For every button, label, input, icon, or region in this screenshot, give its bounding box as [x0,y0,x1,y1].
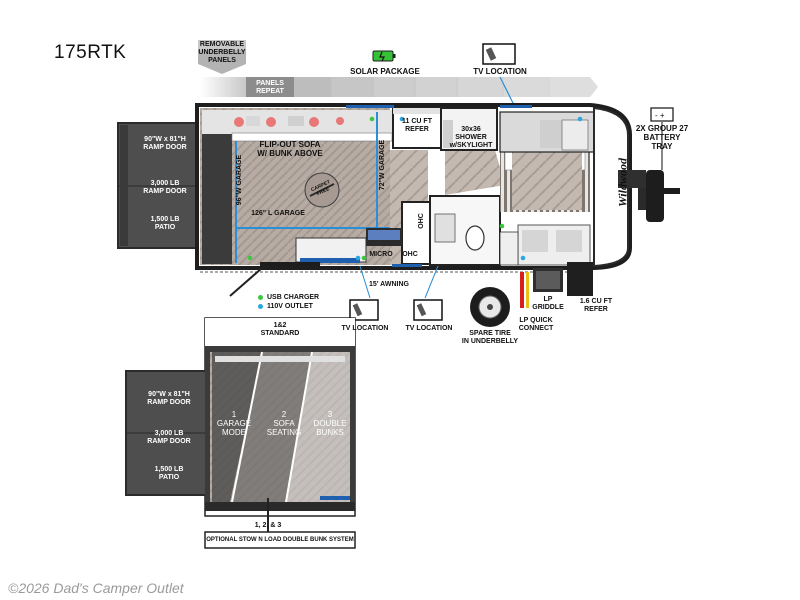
removable-panels-label: REMOVABLE UNDERBELLY PANELS [198,41,246,64]
mode-1-label: 1 GARAGE MODE [216,410,252,437]
tv-icon-top [482,43,516,65]
tv-icon-bottom-2 [413,299,443,321]
shower-label: 30x36 SHOWER w/SKYLIGHT [449,126,493,149]
solar-package-label: SOLAR PACKAGE [350,67,420,76]
lp-quick-connect-icon [520,272,529,308]
usb-charger-text: USB CHARGER [267,294,320,301]
mode-2-label: 2 SOFA SEATING [266,410,302,437]
tv-icon-bottom-1 [349,299,379,321]
awning-label: 15' AWNING [369,281,409,288]
inset-ramp-weight: 3,000 LB RAMP DOOR [147,430,191,445]
lp-griddle-label: LP GRIDDLE [532,296,564,311]
inset-footer-num: 1, 2, & 3 [254,522,282,529]
inset-ramp-size: 90"W x 81"H RAMP DOOR [147,391,191,406]
garage-126-label: 126" L GARAGE [251,210,305,217]
ramp-door-size: 90"W x 81"H RAMP DOOR [143,136,187,151]
flip-out-sofa-label: FLIP-OUT SOFA W/ BUNK ABOVE [257,140,323,158]
underbelly-panel-band [198,40,598,97]
brand-logo: Wildwood [615,158,630,207]
garage-72-label: 72"W GARAGE [379,139,386,191]
ramp-door-weight: 3,000 LB RAMP DOOR [143,180,187,195]
refer-11-label: 11 CU FT REFER [402,118,432,133]
spare-tire-icon [470,287,510,327]
battery-solar-icon [372,50,396,62]
carpet-free-badge [304,172,340,208]
outlet-legend: 110V OUTLET [258,303,313,311]
outlet-text: 110V OUTLET [267,303,313,310]
usb-charger-legend: USB CHARGER [258,294,319,302]
usb-dot-icon [258,294,263,300]
inset-patio: 1,500 LB PATIO [154,466,184,481]
tv-location-top-label: TV LOCATION [473,67,527,76]
patio-weight: 1,500 LB PATIO [150,216,180,231]
garage-96-label: 96"W GARAGE [236,154,243,206]
lp-quick-connect-label: LP QUICK CONNECT [518,317,554,332]
svg-text:- +: - + [655,111,665,120]
mini-refer-icon [567,262,593,296]
lp-griddle-icon [533,268,563,292]
battery-tray-label: 2X GROUP 27 BATTERY TRAY [635,124,689,151]
ohc-label: OHC [402,251,418,258]
ohc-vertical-label: OHC [418,213,425,229]
panels-repeat-label: PANELS REPEAT [256,80,284,95]
mode-3-label: 3 DOUBLE BUNKS [313,410,347,437]
outlet-dot-icon [258,303,263,309]
micro-label: MICRO [369,251,393,258]
tv-location-1-label: TV LOCATION [341,325,389,332]
inset-footer: OPTIONAL STOW N LOAD DOUBLE BUNK SYSTEM [206,537,354,543]
spare-tire-label: SPARE TIRE IN UNDERBELLY [461,330,519,345]
inset-header: 1&2 STANDARD [260,322,300,337]
refer-16-label: 1.6 CU FT REFER [579,298,613,313]
watermark: ©2026 Dad's Camper Outlet [8,580,184,596]
battery-icon: - + [650,107,674,122]
tv-location-2-label: TV LOCATION [405,325,453,332]
